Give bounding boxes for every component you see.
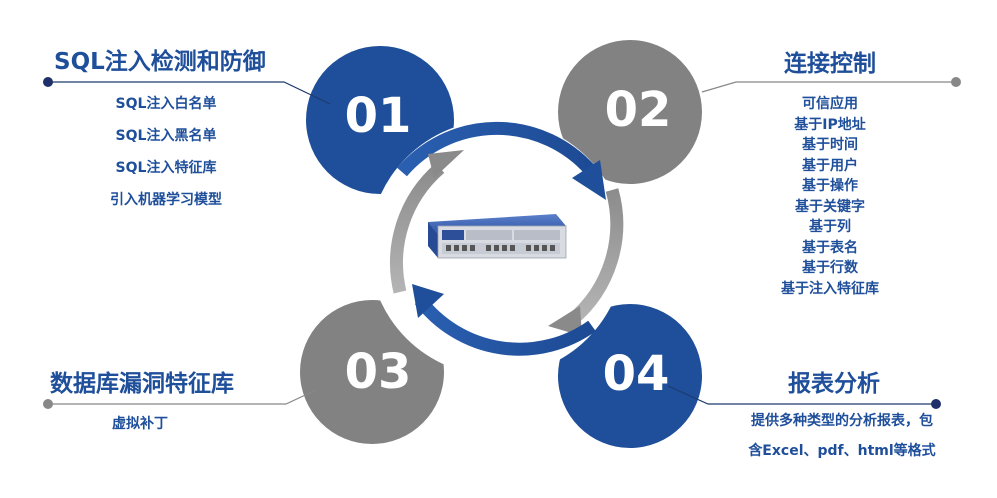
connector-04 [667, 385, 941, 409]
section-04-description: 提供多种类型的分析报表，包 含Excel、pdf、html等格式 [722, 406, 962, 466]
list-item: SQL注入黑名单 [115, 128, 217, 144]
list-item: 基于行数 [802, 260, 858, 276]
number-01: 01 [344, 88, 412, 144]
section-04-title: 报表分析 [788, 371, 880, 397]
section-02-title: 连接控制 [784, 51, 876, 77]
arc-top-blue [397, 121, 595, 177]
network-device-image [428, 214, 567, 259]
description-line: 提供多种类型的分析报表，包 [751, 413, 933, 429]
list-item: 基于注入特征库 [781, 280, 879, 297]
list-item: 基于操作 [802, 178, 858, 194]
list-item: 虚拟补丁 [112, 416, 168, 432]
list-item: 基于表名 [802, 239, 858, 256]
circle-04 [558, 304, 702, 448]
list-item: 基于时间 [802, 137, 858, 153]
section-01-list: SQL注入白名单 SQL注入黑名单 SQL注入特征库 引入机器学习模型 [66, 88, 266, 216]
arc-right-gray [567, 188, 624, 325]
number-04: 04 [602, 346, 670, 402]
circle-02 [558, 40, 702, 184]
section-03-title: 数据库漏洞特征库 [50, 371, 234, 397]
connector-03 [43, 389, 317, 409]
number-02: 02 [604, 82, 672, 138]
connector-01 [43, 77, 331, 105]
arc-bottom-blue [414, 296, 596, 356]
list-item: SQL注入特征库 [115, 160, 217, 176]
list-item: 基于关键字 [795, 198, 865, 215]
list-item: 基于列 [809, 219, 851, 235]
arrow-left-gray [428, 150, 464, 178]
connector-02 [701, 77, 961, 93]
arrow-right-gray [548, 306, 582, 336]
arc-left-gray [390, 163, 445, 294]
section-03-list: 虚拟补丁 [90, 408, 190, 440]
list-item: 引入机器学习模型 [110, 192, 222, 208]
list-item: 基于用户 [802, 157, 858, 174]
list-item: 基于IP地址 [794, 116, 866, 133]
list-item: 可信应用 [802, 96, 858, 112]
list-item: SQL注入白名单 [115, 96, 217, 112]
section-01-title: SQL注入检测和防御 [54, 49, 266, 75]
arrow-bottom-blue [412, 284, 444, 318]
number-03: 03 [344, 344, 412, 400]
description-line: 含Excel、pdf、html等格式 [748, 443, 936, 459]
arrow-top-blue [572, 160, 606, 200]
section-02-list: 可信应用 基于IP地址 基于时间 基于用户 基于操作 基于关键字 基于列 基于表… [740, 94, 920, 299]
